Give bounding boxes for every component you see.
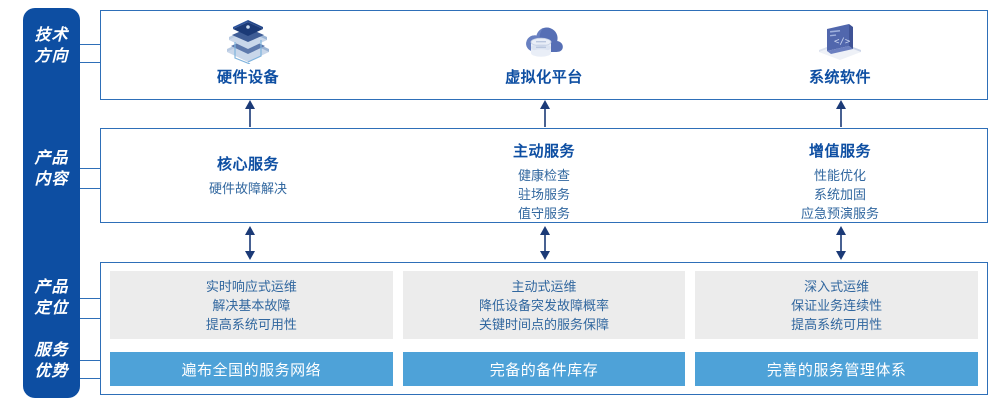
tech-direction-columns: 硬件设备 虚拟化平台 <box>100 10 988 100</box>
positioning-line: 主动式运维 <box>511 278 577 294</box>
rail-label-service-advantage: 服务 优势 <box>23 340 80 382</box>
product-content-columns: 核心服务 硬件故障解决 主动服务 健康检查 驻场服务 值守服务 增值服务 性能优… <box>100 128 988 223</box>
positioning-box-realtime[interactable]: 实时响应式运维 解决基本故障 提高系统可用性 <box>110 271 393 339</box>
tech-column-system-software[interactable]: </> 系统软件 <box>692 10 988 100</box>
cloud-database-icon <box>513 18 575 64</box>
rail-label-line1: 产品 <box>34 279 69 296</box>
rail-label-product-positioning: 产品 定位 <box>23 277 80 319</box>
arrow-up-system-software <box>834 100 848 133</box>
tech-column-virtualization[interactable]: 虚拟化平台 <box>396 10 692 100</box>
arrow-bidirectional-core <box>243 226 257 265</box>
tech-column-hardware[interactable]: 硬件设备 <box>100 10 396 100</box>
content-title-value-added-service: 增值服务 <box>808 143 871 160</box>
rail-label-line1: 产品 <box>34 150 69 167</box>
positioning-line: 深入式运维 <box>804 278 870 294</box>
content-title-proactive-service: 主动服务 <box>512 143 575 160</box>
content-item: 应急预演服务 <box>800 206 879 221</box>
rail-label-line2: 方向 <box>34 48 69 65</box>
arrow-up-virtualization <box>538 100 552 133</box>
positioning-box-deep[interactable]: 深入式运维 保证业务连续性 提高系统可用性 <box>695 271 979 339</box>
rail-label-line2: 定位 <box>34 300 69 317</box>
rail-label-tech-direction: 技术 方向 <box>23 25 80 67</box>
positioning-box-proactive[interactable]: 主动式运维 降低设备突发故障概率 关键时间点的服务保障 <box>402 271 686 339</box>
arrow-bidirectional-proactive <box>538 226 552 265</box>
content-column-core-service[interactable]: 核心服务 硬件故障解决 <box>100 128 396 223</box>
arrow-up-hardware <box>243 100 257 133</box>
content-item: 健康检查 <box>517 168 570 183</box>
server-stack-icon <box>217 18 279 65</box>
rail-label-line1: 服务 <box>34 342 69 359</box>
advantage-bar-service-network[interactable]: 遍布全国的服务网络 <box>110 352 393 386</box>
rail-label-product-content: 产品 内容 <box>23 148 80 190</box>
bottom-column-deep: 深入式运维 保证业务连续性 提高系统可用性 完善的服务管理体系 <box>695 271 979 386</box>
tech-title-system-software: 系统软件 <box>808 69 871 86</box>
laptop-code-icon: </> <box>809 18 871 64</box>
connector-tech-2 <box>80 62 101 63</box>
connector-position-2 <box>80 318 101 319</box>
content-title-core-service: 核心服务 <box>216 156 279 173</box>
advantage-bar-spare-parts[interactable]: 完备的备件库存 <box>402 352 686 386</box>
content-item: 性能优化 <box>813 168 866 183</box>
connector-advantage-1 <box>80 360 101 361</box>
content-item: 值守服务 <box>517 206 570 221</box>
connector-position-1 <box>80 298 101 299</box>
product-content-panel <box>100 128 988 223</box>
connector-advantage-2 <box>80 378 101 379</box>
content-item: 硬件故障解决 <box>208 181 287 196</box>
rail-label-line2: 内容 <box>34 171 69 188</box>
positioning-line: 关键时间点的服务保障 <box>479 316 610 332</box>
positioning-line: 实时响应式运维 <box>205 278 297 294</box>
tech-title-hardware: 硬件设备 <box>216 69 279 86</box>
connector-tech-1 <box>80 44 101 45</box>
positioning-advantage-columns: 实时响应式运维 解决基本故障 提高系统可用性 遍布全国的服务网络 主动式运维 降… <box>100 262 988 395</box>
category-rail <box>23 8 80 398</box>
advantage-bar-management-system[interactable]: 完善的服务管理体系 <box>695 352 979 386</box>
bottom-column-proactive: 主动式运维 降低设备突发故障概率 关键时间点的服务保障 完备的备件库存 <box>402 271 686 386</box>
content-column-proactive-service[interactable]: 主动服务 健康检查 驻场服务 值守服务 <box>396 128 692 223</box>
positioning-line: 提高系统可用性 <box>205 316 297 332</box>
content-item: 系统加固 <box>813 187 866 202</box>
content-item: 驻场服务 <box>517 187 570 202</box>
svg-text:</>: </> <box>834 37 851 47</box>
tech-title-virtualization: 虚拟化平台 <box>505 69 583 86</box>
positioning-line: 提高系统可用性 <box>791 316 883 332</box>
arrow-bidirectional-value-added <box>834 226 848 265</box>
content-column-value-added-service[interactable]: 增值服务 性能优化 系统加固 应急预演服务 <box>692 128 988 223</box>
connector-content-2 <box>80 188 101 189</box>
connector-content-1 <box>80 168 101 169</box>
rail-label-line2: 优势 <box>34 363 69 380</box>
positioning-line: 保证业务连续性 <box>791 297 883 313</box>
bottom-column-realtime: 实时响应式运维 解决基本故障 提高系统可用性 遍布全国的服务网络 <box>110 271 393 386</box>
positioning-line: 降低设备突发故障概率 <box>479 297 610 313</box>
positioning-line: 解决基本故障 <box>212 297 291 313</box>
rail-label-line1: 技术 <box>34 27 69 44</box>
